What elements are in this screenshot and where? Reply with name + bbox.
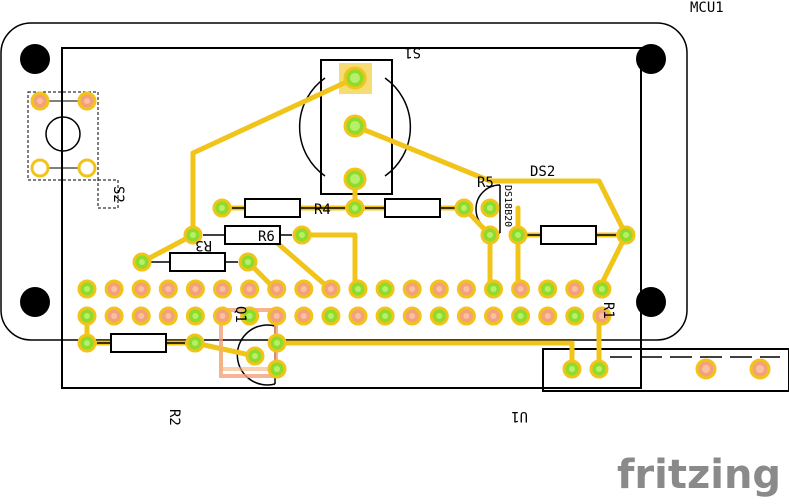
pad-hole — [273, 313, 280, 319]
u1-header — [542, 348, 789, 392]
pad-hole — [355, 313, 361, 319]
pad-hole — [219, 286, 226, 292]
pad-hole — [490, 286, 497, 292]
pad-hole — [111, 286, 118, 292]
label-q1: Q1 — [232, 306, 248, 323]
pad-hole — [350, 174, 360, 184]
pad-hole — [273, 286, 280, 292]
pad-hole — [463, 286, 470, 292]
pad-hole — [350, 73, 360, 83]
pad-hole — [111, 313, 118, 319]
pcb-board — [61, 47, 642, 389]
fritzing-logo: fritzing — [617, 452, 781, 498]
pad-hole — [409, 313, 416, 319]
pad-hole — [436, 313, 443, 319]
pad-hole — [192, 286, 199, 292]
pad-hole — [569, 366, 575, 372]
label-r3: R3 — [195, 237, 212, 253]
label-s2: S2 — [110, 186, 126, 203]
pad-hole — [596, 366, 602, 372]
mcu-outline — [0, 22, 688, 341]
pad-hole — [84, 286, 90, 292]
label-r1: R1 — [600, 302, 616, 319]
pad-hole — [463, 313, 470, 319]
pad-hole — [219, 205, 225, 211]
pad-hole — [138, 313, 145, 319]
pad-hole — [571, 313, 578, 319]
pad — [30, 158, 50, 178]
resistor-r4 — [244, 198, 301, 218]
mounting-hole — [636, 287, 666, 317]
pad-hole — [515, 232, 521, 238]
pad-hole — [299, 232, 305, 238]
pad-hole — [37, 98, 43, 104]
resistor-r6 — [169, 252, 226, 272]
pad-hole — [517, 313, 524, 319]
pad-hole — [571, 286, 578, 292]
resistor-leads — [97, 207, 616, 344]
label-r6: R6 — [258, 229, 275, 245]
label-s1: S1 — [404, 44, 421, 60]
pad-hole — [756, 365, 764, 373]
pad-hole — [409, 286, 416, 292]
resistor-r1 — [540, 225, 597, 245]
pad-hole — [544, 313, 551, 319]
resistor-r2 — [110, 333, 167, 353]
pad-hole — [461, 205, 467, 211]
pad-hole — [84, 98, 90, 104]
pad-hole — [192, 340, 198, 346]
pad-hole — [623, 232, 629, 238]
label-r4: R4 — [314, 202, 331, 218]
mounting-hole — [20, 287, 50, 317]
pad-hole — [517, 286, 524, 292]
pad-hole — [352, 205, 358, 211]
pad — [77, 158, 97, 178]
pad-hole — [165, 286, 172, 292]
mounting-hole — [20, 44, 50, 74]
pad-hole — [300, 313, 307, 319]
pad-hole — [246, 286, 253, 292]
label-mcu: MCU1 — [690, 0, 724, 16]
pad-hole — [487, 232, 493, 238]
faint-trace — [219, 343, 277, 371]
pad-hole — [84, 313, 90, 319]
pad-hole — [274, 366, 280, 372]
pad-hole — [702, 365, 710, 373]
pad-hole — [138, 286, 145, 292]
pad-hole — [598, 313, 605, 319]
pad-hole — [246, 313, 253, 319]
pad-hole — [165, 313, 172, 319]
pad-hole — [192, 313, 199, 319]
pad-hole — [84, 340, 90, 346]
pad-hole — [355, 286, 361, 292]
pad-hole — [252, 353, 258, 359]
pad-hole — [274, 340, 280, 346]
pad-hole — [490, 313, 497, 319]
label-r5: R5 — [477, 175, 494, 191]
pad-hole — [327, 313, 334, 319]
resistor-r5 — [384, 198, 441, 218]
pad-hole — [139, 259, 145, 265]
pad-hole — [598, 286, 605, 292]
pad-hole — [382, 313, 389, 319]
pad-hole — [190, 232, 196, 238]
mounting-hole — [636, 44, 666, 74]
label-ds18b20: DS18B20 — [502, 185, 513, 227]
pad-hole — [487, 205, 493, 211]
pad-hole — [245, 259, 251, 265]
pad-hole — [300, 286, 307, 292]
pad-hole — [350, 121, 360, 131]
label-r2: R2 — [166, 409, 182, 426]
pad-hole — [327, 286, 334, 292]
label-u1: U1 — [511, 408, 528, 424]
pads — [30, 66, 771, 380]
pad-hole — [219, 313, 226, 319]
pad-hole — [382, 286, 389, 292]
label-ds2: DS2 — [530, 164, 555, 180]
pad-hole — [436, 286, 443, 292]
pad-hole — [544, 286, 551, 292]
